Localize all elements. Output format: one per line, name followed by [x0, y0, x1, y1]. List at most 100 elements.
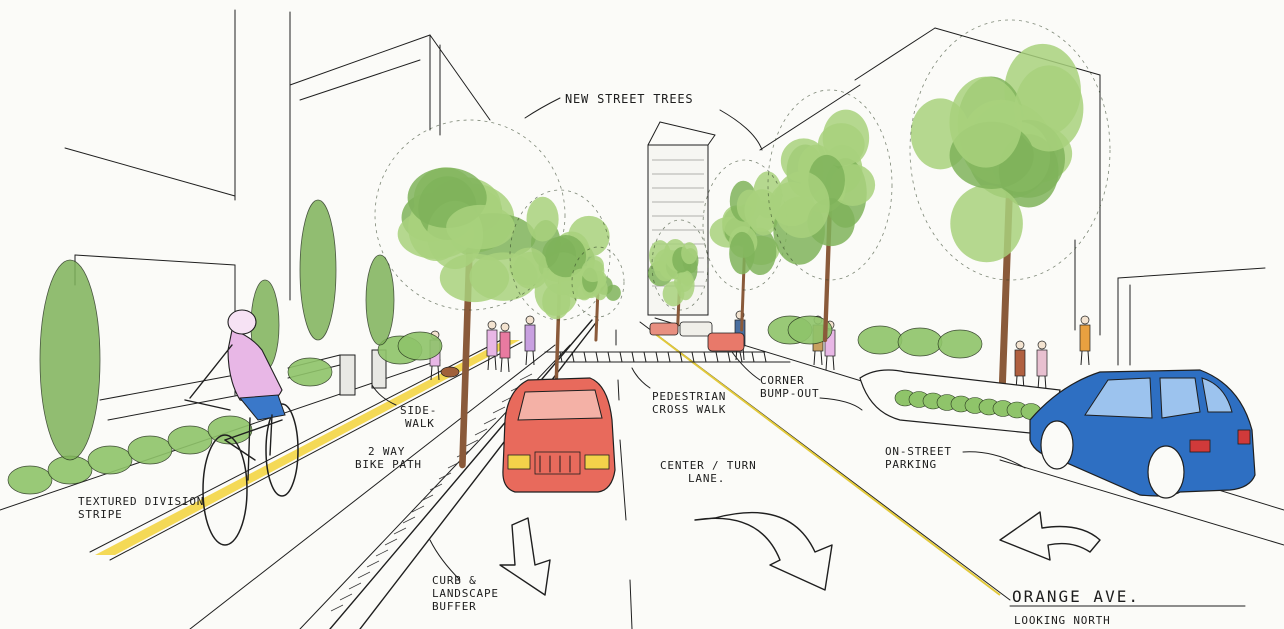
pedestrian-body: [1079, 324, 1091, 352]
pedestrian: [1014, 340, 1026, 391]
pedestrian-leg: [430, 365, 433, 381]
lane-arrow-left-turn: [999, 511, 1101, 561]
pedestrian-leg: [487, 355, 490, 371]
pedestrian-leg: [1080, 350, 1083, 366]
street-tree-right-far-foliage: [662, 281, 685, 307]
buffer-hatch-mark: [384, 538, 398, 546]
street-tree-left-near-foliage: [439, 253, 510, 303]
pedestrian-leg: [500, 357, 503, 373]
pedestrian-head: [1080, 315, 1090, 325]
pedestrian-leg: [813, 350, 816, 366]
center-turn-lane-label-line2: LANE.: [688, 472, 725, 485]
shrub: [167, 425, 213, 455]
street-tree-left-mid-foliage: [542, 283, 571, 320]
street-tree-right-front-foliage: [950, 184, 1023, 263]
cyclist: [184, 309, 299, 546]
buffer-hatch-mark: [474, 428, 488, 436]
street-tree-right-front: [909, 19, 1111, 399]
buffer-hatch-mark: [483, 417, 497, 425]
street-tree-left-near-foliage: [446, 204, 515, 250]
street-tree-left-near-outline: [374, 119, 566, 311]
crosswalk: [544, 351, 791, 363]
crosswalk-stripe: [607, 351, 611, 363]
buffer-hatch-mark: [465, 439, 479, 447]
crosswalk-stripe: [727, 351, 731, 363]
street-tree-right-front-outline: [909, 19, 1111, 281]
pedestrian-body: [524, 324, 536, 352]
new-street-trees: [374, 19, 1111, 469]
buffer-hatch-mark: [438, 472, 452, 480]
crosswalk-stripe: [691, 351, 695, 363]
on-street-parking-label-line2: PARKING: [885, 458, 937, 471]
curb-landscape-buffer-label-line1: CURB &: [432, 574, 477, 587]
buffer-hatch-mark: [402, 516, 416, 524]
view-direction-label: LOOKING NORTH: [1014, 614, 1111, 627]
shrub: [207, 415, 253, 445]
crosswalk-stripe: [739, 351, 743, 363]
pedestrian-cross-walk-label-line1: PEDESTRIAN: [652, 390, 726, 403]
buffer-hatch-mark: [519, 373, 533, 381]
dog: [440, 366, 460, 378]
crosswalk-stripe: [763, 351, 767, 363]
shrub: [287, 357, 333, 387]
textured-division-stripe-label-line2: STRIPE: [78, 508, 123, 521]
pedestrian-body: [1014, 349, 1026, 377]
street-tree-left-far: [571, 246, 625, 342]
corner-bump-out-label-line1: CORNER: [760, 374, 805, 387]
pedestrian-leg: [507, 357, 510, 373]
pedestrian-leg: [1087, 350, 1090, 366]
street-tree-right-near: [767, 89, 893, 343]
street-tree-right-far: [648, 219, 709, 327]
crosswalk-stripe: [583, 351, 587, 363]
pedestrian-leg: [532, 350, 535, 366]
pedestrian-leg: [437, 365, 440, 381]
pedestrian-leg: [832, 355, 835, 371]
lane-arrow-right-turn: [694, 511, 833, 591]
street-tree-left-far-foliage: [605, 284, 621, 301]
street-tree-right-mid: [702, 159, 788, 332]
shrub: [397, 331, 443, 361]
crosswalk-stripe: [619, 351, 623, 363]
street-tree-left-mid-foliage: [526, 196, 559, 242]
pedestrian-body: [486, 329, 498, 357]
cypress-tree: [365, 254, 395, 346]
curb-landscape-buffer-label-line3: BUFFER: [432, 600, 477, 613]
pedestrian-leg: [525, 350, 528, 366]
street-tree-left-far-foliage: [581, 259, 605, 283]
pedestrian-body: [499, 331, 511, 359]
pedestrian-head: [1037, 340, 1047, 350]
crosswalk-stripe: [715, 351, 719, 363]
pedestrian: [486, 320, 498, 371]
bike-path: [0, 337, 571, 629]
side-walk-label-line1: SIDE-: [400, 404, 437, 417]
street-tree-left-mid-outline: [509, 189, 611, 321]
shrub: [787, 315, 833, 345]
shrub: [897, 327, 943, 357]
street-tree-left-far-outline: [571, 246, 625, 318]
textured-division-stripe-label-line1: TEXTURED DIVISION: [78, 495, 204, 508]
buffer-hatch-mark: [447, 461, 461, 469]
pedestrian-head: [525, 315, 535, 325]
cypress-trees: [39, 199, 395, 461]
buffer-hatch-mark: [339, 593, 353, 601]
curb-landscape-buffer-label-line2: LANDSCAPE: [432, 587, 499, 600]
buffer-hatch-mark: [411, 505, 425, 513]
buffer-hatch-mark: [330, 604, 344, 612]
pedestrian-leg: [820, 350, 823, 366]
pedestrian-head: [487, 320, 497, 330]
pedestrian: [1079, 315, 1091, 366]
center-turn-lane-label-line1: CENTER / TURN: [660, 459, 757, 472]
crosswalk-stripe: [679, 351, 683, 363]
cypress-tree: [39, 259, 101, 461]
crosswalk-stripe: [595, 351, 599, 363]
buffer-hatch-mark: [357, 571, 371, 579]
shrub: [857, 325, 903, 355]
bike-path-label-line1: 2 WAY: [368, 445, 405, 458]
buffer-hatch-mark: [420, 494, 434, 502]
crosswalk-stripe: [571, 351, 575, 363]
street-tree-right-far-outline: [651, 219, 709, 311]
on-street-parking-label-line1: ON-STREET: [885, 445, 952, 458]
crosswalk-stripe: [655, 351, 659, 363]
buffer-hatch-mark: [375, 549, 389, 557]
